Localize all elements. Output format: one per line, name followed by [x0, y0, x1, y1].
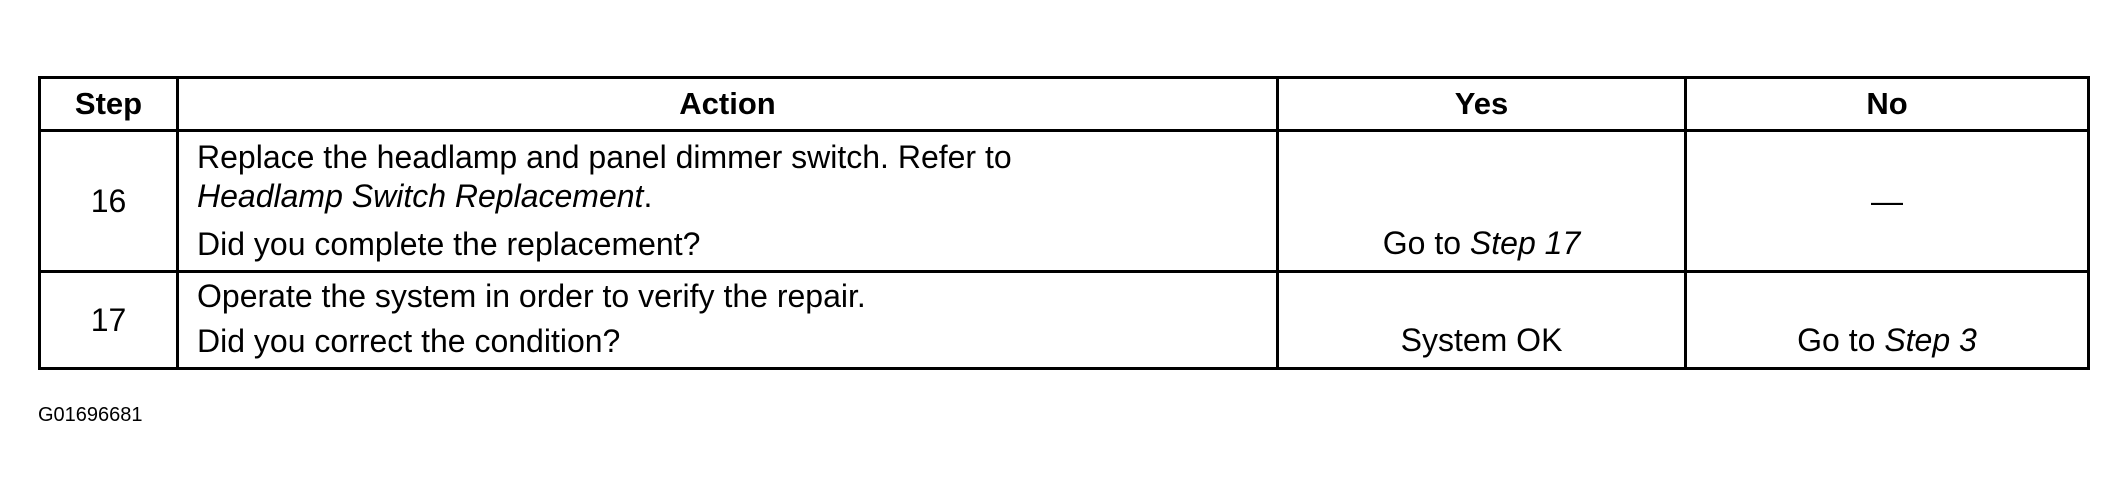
table-header-row: Step Action Yes No: [38, 76, 2090, 132]
action-text: Replace the headlamp and panel dimmer sw…: [197, 139, 1012, 175]
table-row-step-17: 17 Operate the system in order to verify…: [38, 270, 2090, 370]
no-result: —: [1684, 129, 2090, 273]
yes-result: System OK: [1276, 270, 1687, 370]
action-question: Did you correct the condition?: [197, 323, 621, 359]
header-yes: Yes: [1276, 76, 1687, 132]
step-link[interactable]: Step 3: [1884, 322, 1977, 358]
diagnostic-table: Step Action Yes No 16 Replace the headla…: [38, 76, 2090, 370]
no-prefix: Go to: [1797, 322, 1885, 358]
action-instruction: Replace the headlamp and panel dimmer sw…: [197, 138, 1276, 216]
yes-result-text: System OK: [1400, 322, 1563, 358]
header-no: No: [1684, 76, 2090, 132]
step-number: 16: [38, 129, 179, 273]
no-result: Go to Step 3: [1684, 270, 2090, 370]
step-link[interactable]: Step 17: [1469, 225, 1581, 261]
procedure-link[interactable]: Headlamp Switch Replacement: [197, 178, 644, 214]
action-question: Did you complete the replacement?: [197, 226, 701, 262]
header-action: Action: [176, 76, 1279, 132]
header-step: Step: [38, 76, 179, 132]
action-cell: Replace the headlamp and panel dimmer sw…: [176, 129, 1279, 273]
no-result-dash: —: [1871, 182, 1903, 219]
action-cell: Operate the system in order to verify th…: [176, 270, 1279, 370]
table-row-step-16: 16 Replace the headlamp and panel dimmer…: [38, 129, 2090, 273]
action-ref-suffix: .: [643, 178, 653, 214]
yes-result: Go to Step 17: [1276, 129, 1687, 273]
action-text: Operate the system in order to verify th…: [197, 278, 866, 314]
yes-prefix: Go to: [1382, 225, 1470, 261]
step-number: 17: [38, 270, 179, 370]
figure-id: G01696681: [38, 404, 143, 426]
